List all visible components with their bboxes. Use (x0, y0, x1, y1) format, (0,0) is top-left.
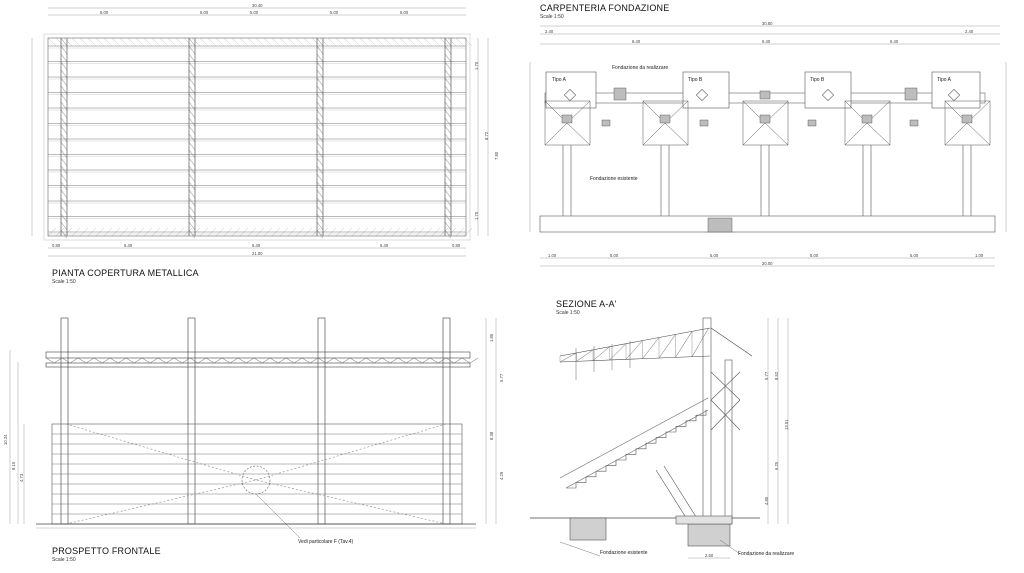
section-dim-bottom: 2.60 (705, 553, 714, 558)
section-title: SEZIONE A-A' (556, 299, 617, 309)
plan-dim-top-1: 5.00 (100, 10, 109, 15)
plan-dim-right-1: 1.70 (474, 211, 479, 220)
foundation-dim-top-0: 30.80 (762, 21, 773, 26)
plan-dim-top-2: 5.00 (200, 10, 209, 15)
type-label-4: Tipo A (937, 77, 951, 83)
plan-roof-drawing (31, 7, 489, 257)
foundation-dim-bottom-0: 1.00 (548, 253, 557, 258)
front-dim-right-1: 5.77 (499, 373, 504, 382)
foundation-drawing (529, 25, 1007, 267)
type-label-1: Tipo A (552, 77, 566, 83)
plan-dim-bottom-4: 0.80 (452, 243, 461, 248)
foundation-title: CARPENTERIA FONDAZIONE (540, 3, 670, 13)
front-dim-left-2: 4.73 (19, 473, 24, 482)
section-drawing (530, 317, 789, 559)
front-elevation-drawing (9, 317, 497, 539)
foundation-scale: Scale 1:50 (540, 14, 564, 20)
front-dim-left-1: 8.15 (11, 461, 16, 470)
plan-dim-right-3: 7.80 (494, 151, 499, 160)
front-dim-right-2: 8.38 (489, 431, 494, 440)
type-label-2: Tipo B (688, 77, 703, 83)
plan-dim-top-4: 5.00 (330, 10, 339, 15)
foundation-dim-bottom-6: 20.00 (762, 261, 773, 266)
foundation-callout-new: Fondazione da realizzare (612, 65, 669, 71)
section-scale: Scale 1:50 (556, 310, 580, 316)
foundation-dim-top-2: 6.40 (632, 39, 641, 44)
section-callout-new: Fondazione da realizzare (738, 551, 795, 557)
plan-roof-scale: Scale 1:50 (52, 279, 76, 285)
plan-dim-bottom-3: 6.40 (380, 243, 389, 248)
foundation-dim-top-1: 2.40 (545, 29, 554, 34)
front-dim-right-0: 1.86 (489, 333, 494, 342)
front-dim-right-3: 4.29 (499, 471, 504, 480)
foundation-callout-existing: Fondazione esistente (590, 176, 638, 182)
section-dim-right-1: 8.52 (774, 371, 779, 380)
plan-dim-bottom-0: 0.80 (52, 243, 61, 248)
plan-roof-title: PIANTA COPERTURA METALLICA (52, 268, 199, 278)
plan-dim-bottom-5: 21.00 (252, 251, 263, 256)
plan-dim-bottom-1: 6.40 (124, 243, 133, 248)
foundation-dim-bottom-3: 5.00 (810, 253, 819, 258)
front-callout: Vedi particolare F (Tav.4) (298, 539, 354, 545)
plan-dim-top-0: 30.40 (252, 3, 263, 8)
section-callout-existing: Fondazione esistente (600, 550, 648, 556)
foundation-dim-bottom-4: 5.00 (910, 253, 919, 258)
front-dim-left-0: 10.24 (3, 434, 8, 445)
section-dim-right-2: 13.51 (784, 419, 789, 430)
foundation-dim-bottom-1: 5.00 (610, 253, 619, 258)
foundation-dim-top-5: 2.40 (965, 29, 974, 34)
plan-dim-right-0: 1.70 (474, 61, 479, 70)
plan-dim-top-3: 5.00 (250, 10, 259, 15)
section-dim-right-3: 6.25 (774, 461, 779, 470)
foundation-dim-top-4: 6.40 (890, 39, 899, 44)
foundation-dim-top-3: 6.40 (762, 39, 771, 44)
plan-dim-top-5: 5.00 (400, 10, 409, 15)
section-dim-right-0: 5.77 (764, 371, 769, 380)
foundation-dim-bottom-5: 1.00 (975, 253, 984, 258)
plan-dim-bottom-2: 6.40 (252, 243, 261, 248)
plan-dim-right-2: 8.72 (484, 131, 489, 140)
type-label-3: Tipo B (810, 77, 825, 83)
foundation-dim-bottom-2: 5.00 (710, 253, 719, 258)
section-dim-right-4: 4.80 (764, 496, 769, 505)
front-elevation-title: PROSPETTO FRONTALE (52, 546, 161, 556)
front-elevation-scale: Scale 1:50 (52, 557, 76, 563)
